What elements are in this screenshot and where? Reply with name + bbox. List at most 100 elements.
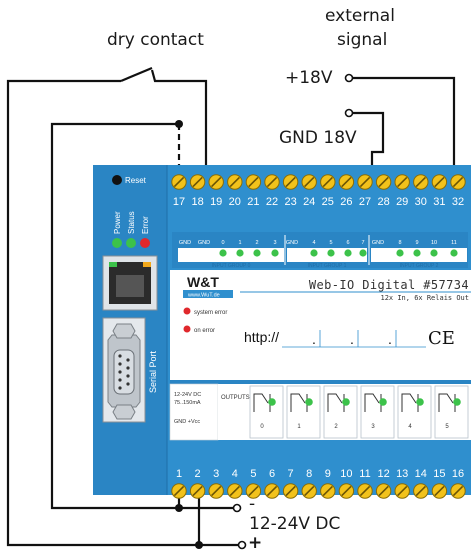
top-terminal-number-19: 19 xyxy=(210,196,222,208)
top-terminal-screw-slot xyxy=(211,176,222,188)
reset-button[interactable] xyxy=(112,175,122,185)
input-pin-label-10: 10 xyxy=(431,240,437,246)
junction-top xyxy=(175,120,183,128)
top-terminal-screw-slot xyxy=(229,176,240,188)
status-leds: Power Status Error xyxy=(112,211,150,248)
relay-number-2: 2 xyxy=(334,424,338,430)
bottom-terminal-screw-slot xyxy=(341,485,352,497)
bottom-terminal-number-12: 12 xyxy=(377,468,389,480)
input-group-0-label: INPUT GROUP 0 xyxy=(212,263,251,269)
bottom-terminal-number-6: 6 xyxy=(269,468,275,480)
system-error-led xyxy=(183,307,191,315)
on-error-label: on error xyxy=(194,328,215,334)
power-spec-1: 12-24V DC xyxy=(174,392,201,398)
serial-port-label: Serial Port xyxy=(148,351,158,394)
input-pin-label-2: 2 xyxy=(255,240,258,246)
top-terminal-number-27: 27 xyxy=(359,196,371,208)
bottom-terminal-screw-slot xyxy=(229,485,240,497)
bottom-terminal-number-4: 4 xyxy=(232,468,238,480)
relay-led-5 xyxy=(453,398,461,406)
brand-url: www.WuT.de xyxy=(187,293,220,299)
bottom-terminal-number-8: 8 xyxy=(306,468,312,480)
relay-0 xyxy=(249,385,284,439)
input-group-0-panel xyxy=(178,248,284,262)
relay-led-0 xyxy=(268,398,276,406)
bottom-terminal-screw-slot xyxy=(211,485,222,497)
bottom-terminal-screw-slot xyxy=(359,485,371,497)
input-pin-label-0: 0 xyxy=(221,240,224,246)
input-pin-label-GND: GND xyxy=(198,240,210,246)
input-pin-label-5: 5 xyxy=(329,240,332,246)
top-terminal-screw-slot xyxy=(452,176,464,188)
power-led xyxy=(112,238,122,248)
dry-contact-label: dry contact xyxy=(107,30,204,50)
gnd18v-label: GND 18V xyxy=(279,128,357,148)
input-led-4 xyxy=(310,249,318,257)
input-led-10 xyxy=(430,249,438,257)
status-led-label: Status xyxy=(127,211,136,234)
bottom-terminal-number-1: 1 xyxy=(176,468,182,480)
supply-voltage-label: 12-24V DC xyxy=(249,514,341,534)
bottom-terminal-number-16: 16 xyxy=(452,468,464,480)
relay-switch-symbol xyxy=(327,393,343,412)
wire-gnd18 xyxy=(353,111,385,165)
top-terminal-screw-slot xyxy=(397,176,408,188)
terminal-gnd18 xyxy=(344,108,354,118)
relay-switch-symbol xyxy=(364,393,380,412)
input-led-8 xyxy=(396,249,404,257)
plus18v-label: +18V xyxy=(285,68,333,88)
input-led-6 xyxy=(344,249,352,257)
input-led-11 xyxy=(450,249,458,257)
bottom-terminal-screw-slot xyxy=(304,485,315,497)
input-pin-label-3: 3 xyxy=(273,240,276,246)
relay-1 xyxy=(286,385,321,439)
relay-switch-symbol xyxy=(401,393,417,412)
dry-contact-switch xyxy=(120,66,153,83)
web-io-device: Reset Power Status Error xyxy=(93,165,471,499)
ce-mark: CE xyxy=(428,328,455,349)
junction-gnd xyxy=(175,504,183,512)
input-group-1-label: INPUT GROUP 1 xyxy=(308,263,347,269)
status-led xyxy=(126,238,136,248)
top-terminal-number-18: 18 xyxy=(191,196,203,208)
input-pin-label-GND: GND xyxy=(286,240,298,246)
bottom-terminal-screw-slot xyxy=(434,485,445,497)
ethernet-port xyxy=(102,255,158,311)
wire-plus18 xyxy=(353,76,456,165)
input-pin-label-11: 11 xyxy=(451,240,457,246)
on-error-led xyxy=(183,325,191,333)
top-terminal-number-24: 24 xyxy=(303,196,315,208)
input-led-2 xyxy=(253,249,261,257)
input-group-1-panel xyxy=(287,248,367,262)
bottom-terminal-number-2: 2 xyxy=(195,468,201,480)
bottom-terminal-number-14: 14 xyxy=(415,468,427,480)
system-error-label: system error xyxy=(194,310,227,316)
plus-label: + xyxy=(248,533,263,553)
relay-5 xyxy=(434,385,469,439)
input-pin-label-1: 1 xyxy=(238,240,241,246)
minus-label: - xyxy=(249,494,256,514)
top-terminal-screw-slot xyxy=(173,176,185,188)
top-terminal-screw-slot xyxy=(304,176,315,188)
wire-dry-contact-left xyxy=(6,79,238,547)
bottom-terminal-number-7: 7 xyxy=(288,468,294,480)
relay-2 xyxy=(323,385,358,439)
input-led-5 xyxy=(327,249,335,257)
relay-led-2 xyxy=(342,398,350,406)
top-terminal-screw-slot xyxy=(378,176,389,188)
terminal-minus xyxy=(232,503,242,513)
bottom-terminal-screw-slot xyxy=(285,485,296,497)
terminal-plus xyxy=(237,540,247,550)
top-terminal-screw-slot xyxy=(322,176,333,188)
top-terminal-number-30: 30 xyxy=(415,196,427,208)
relay-4 xyxy=(397,385,432,439)
wire-inner-loop xyxy=(50,122,233,510)
relay-number-4: 4 xyxy=(408,424,412,430)
top-terminal-number-31: 31 xyxy=(433,196,445,208)
bottom-terminal-screw-slot xyxy=(378,485,389,497)
bottom-terminal-screw-slot xyxy=(322,485,333,497)
